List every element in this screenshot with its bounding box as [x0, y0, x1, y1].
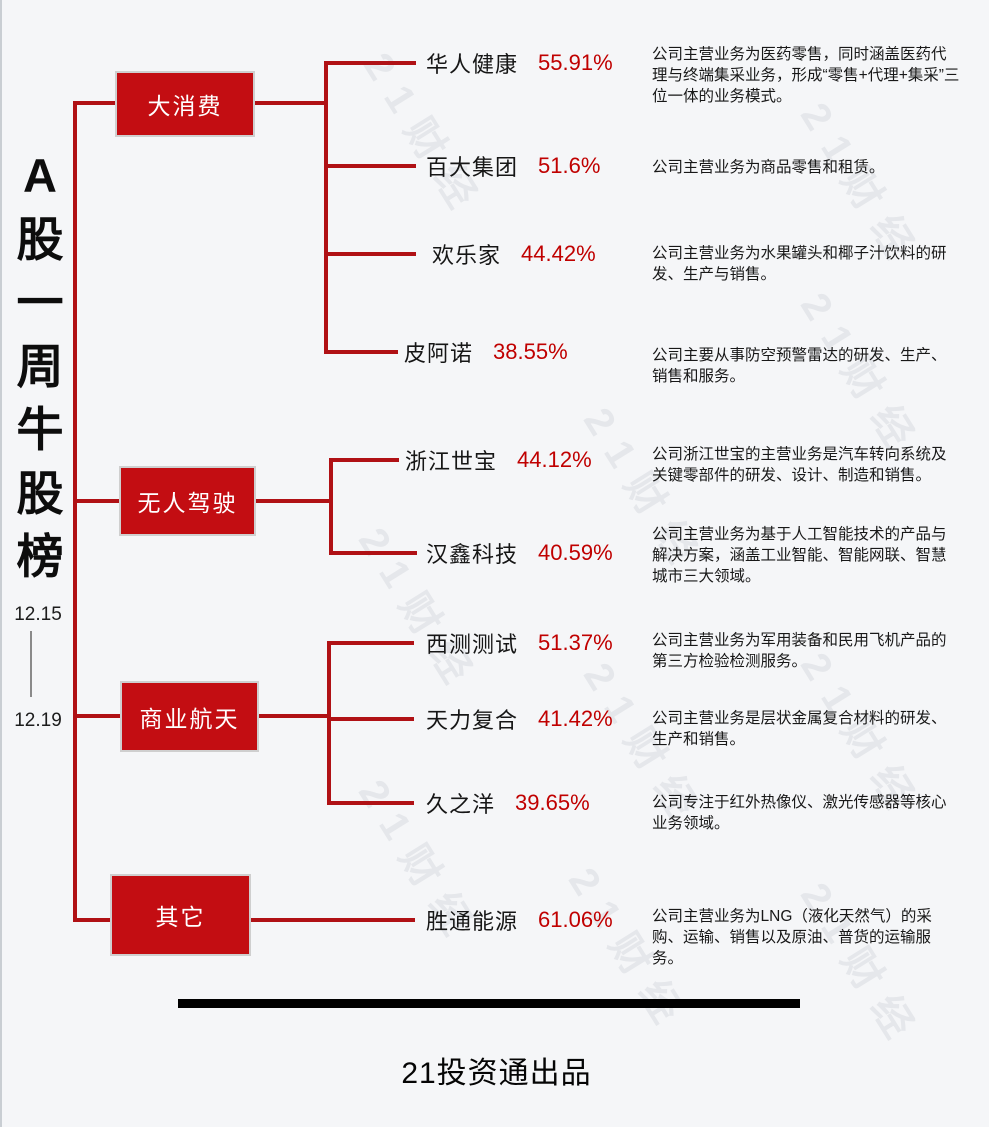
stock-change-pct: 41.42% — [538, 706, 613, 731]
title-char: 牛 — [16, 403, 64, 456]
stock-description: 公司主营业务为商品零售和租赁。 — [652, 159, 885, 176]
title-char: 股 — [16, 466, 64, 520]
branch-line — [329, 458, 333, 555]
stock-row: 胜通能源 61.06% — [426, 903, 613, 937]
stock-change-pct: 38.55% — [493, 339, 568, 364]
stock-change-pct: 44.12% — [517, 447, 592, 472]
connector-line — [327, 801, 414, 805]
stock-description: 公司主营业务为水果罐头和椰子汁饮料的研发、生产与销售。 — [652, 245, 947, 283]
stock-description: 公司浙江世宝的主营业务是汽车转向系统及关键零部件的研发、设计、制造和销售。 — [652, 446, 947, 484]
stock-row: 汉鑫科技 40.59% — [426, 536, 613, 570]
stock-name: 西测测试 — [426, 632, 519, 657]
connector-line — [324, 164, 416, 168]
footer-divider — [178, 999, 800, 1008]
stock-name: 百大集团 — [426, 155, 519, 180]
connector-line — [324, 61, 416, 65]
stock-change-pct: 44.42% — [521, 241, 596, 266]
connector-line — [255, 101, 328, 105]
connector-line — [256, 499, 333, 503]
stock-row: 欢乐家 44.42% — [432, 237, 596, 271]
category-box-aerospace: 商业航天 — [120, 681, 259, 752]
stock-name: 华人健康 — [426, 52, 519, 77]
connector-line — [75, 101, 117, 105]
date-range-line — [30, 631, 32, 697]
stock-description: 公司主营业务为基于人工智能技术的产品与解决方案，涵盖工业智能、智能网联、智慧城市… — [652, 526, 947, 585]
connector-line — [329, 458, 399, 462]
stock-change-pct: 51.37% — [538, 630, 613, 655]
stock-change-pct: 51.6% — [538, 153, 601, 178]
stock-row: 西测测试 51.37% — [426, 626, 613, 660]
connector-line — [324, 350, 398, 354]
title-char: 股 — [16, 212, 64, 266]
date-end: 12.19 — [14, 710, 62, 731]
category-box-driverless: 无人驾驶 — [119, 466, 256, 536]
connector-line — [251, 918, 415, 922]
title-char: A — [23, 149, 57, 202]
date-start: 12.15 — [14, 604, 62, 625]
title-char: 周 — [16, 339, 64, 393]
stock-row: 皮阿诺 38.55% — [404, 335, 568, 369]
branch-line — [324, 61, 328, 354]
stock-name: 久之洋 — [426, 792, 496, 817]
connector-line — [75, 918, 110, 922]
stock-description: 公司主营业务为医药零售，同时涵盖医药代理与终端集采业务，形成“零售+代理+集采”… — [652, 46, 960, 105]
connector-line — [324, 252, 416, 256]
footer-brand: 21投资通出品 — [401, 1057, 592, 1090]
connector-line — [327, 717, 414, 721]
stock-row: 浙江世宝 44.12% — [405, 443, 592, 477]
stock-name: 胜通能源 — [426, 909, 519, 934]
stock-row: 天力复合 41.42% — [426, 702, 613, 736]
category-box-other: 其它 — [110, 874, 251, 956]
stock-description: 公司主营业务是层状金属复合材料的研发、生产和销售。 — [652, 710, 947, 748]
stock-change-pct: 39.65% — [515, 790, 590, 815]
stock-change-pct: 61.06% — [538, 907, 613, 932]
stock-description: 公司主要从事防空预警雷达的研发、生产、销售和服务。 — [652, 347, 947, 385]
stock-row: 华人健康 55.91% — [426, 46, 613, 80]
stock-description: 公司主营业务为军用装备和民用飞机产品的第三方检验检测服务。 — [652, 632, 947, 670]
stock-name: 皮阿诺 — [404, 341, 474, 366]
stock-change-pct: 55.91% — [538, 50, 613, 75]
page-title: A 股 一 周 牛 股 榜 — [12, 144, 68, 589]
connector-line — [75, 714, 120, 718]
branch-line — [327, 641, 331, 805]
stock-row: 久之洋 39.65% — [426, 786, 590, 820]
title-char: 一 — [16, 276, 64, 329]
stock-name: 欢乐家 — [432, 243, 502, 268]
stock-description: 公司专注于红外热像仪、激光传感器等核心业务领域。 — [652, 794, 947, 832]
trunk-line — [73, 101, 77, 922]
stock-change-pct: 40.59% — [538, 540, 613, 565]
stock-name: 汉鑫科技 — [426, 542, 519, 567]
connector-line — [259, 714, 331, 718]
connector-line — [329, 551, 417, 555]
connector-line — [327, 641, 414, 645]
connector-line — [75, 499, 119, 503]
title-char: 榜 — [16, 530, 64, 583]
stock-name: 浙江世宝 — [405, 449, 498, 474]
stock-name: 天力复合 — [426, 708, 519, 733]
stock-description: 公司主营业务为LNG（液化天然气）的采购、运输、销售以及原油、普货的运输服务。 — [652, 908, 932, 967]
category-box-consumer: 大消费 — [115, 71, 255, 137]
stock-row: 百大集团 51.6% — [426, 149, 600, 183]
